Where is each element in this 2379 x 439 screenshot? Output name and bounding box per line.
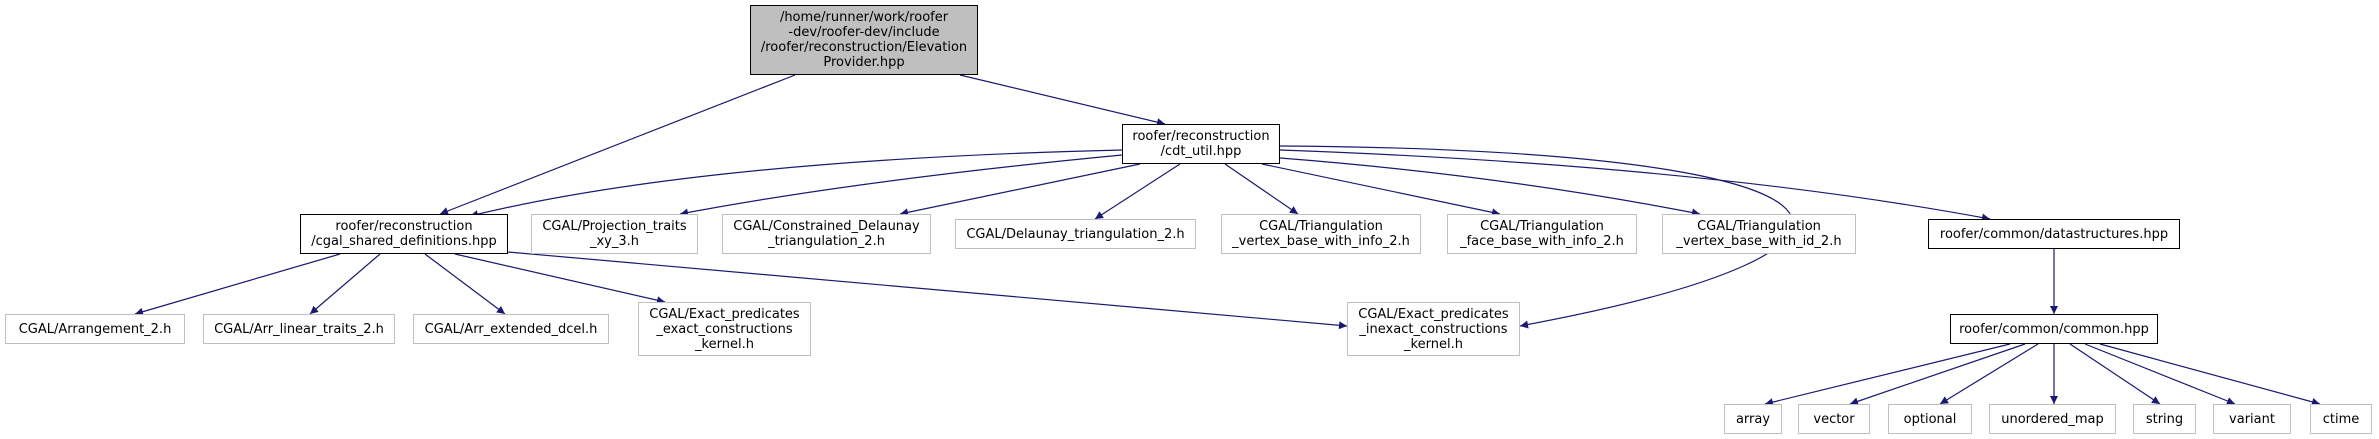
node-datastructures[interactable]: roofer/common/datastructures.hpp xyxy=(1928,219,2180,249)
node-label-line: ctime xyxy=(2322,411,2360,427)
node-label-line: _face_base_with_info_2.h xyxy=(1460,234,1624,249)
edge-cdt_util-to-tri_face_info xyxy=(1261,163,1501,217)
node-label-line: CGAL/Constrained_Delaunay xyxy=(733,219,920,234)
node-unordered-map: unordered_map xyxy=(1989,404,2116,434)
node-label-line: CGAL/Triangulation xyxy=(1480,219,1604,234)
node-epec: CGAL/Exact_predicates_exact_construction… xyxy=(638,302,811,356)
node-label-line: /roofer/reconstruction/Elevation xyxy=(760,40,968,55)
edge-cdt_util-to-delaunay xyxy=(1094,163,1181,220)
node-label-line: CGAL/Triangulation xyxy=(1259,219,1383,234)
node-label-line: optional xyxy=(1903,411,1957,427)
node-arr-dcel: CGAL/Arr_extended_dcel.h xyxy=(413,314,609,344)
node-label-line: -dev/roofer-dev/include xyxy=(788,25,940,40)
edge-cgal_shared-to-arr_linear xyxy=(309,253,381,315)
node-label-line: /cdt_util.hpp xyxy=(1160,144,1242,159)
node-tri-face-info: CGAL/Triangulation_face_base_with_info_2… xyxy=(1447,214,1637,254)
node-label-line: _vertex_base_with_id_2.h xyxy=(1676,234,1842,249)
node-vector: vector xyxy=(1798,404,1870,434)
node-label-line: /cgal_shared_definitions.hpp xyxy=(311,234,497,249)
edge-common-to-ctime xyxy=(2099,343,2321,406)
node-label-line: roofer/common/datastructures.hpp xyxy=(1939,226,2169,242)
edge-cdt_util-to-constrained xyxy=(899,163,1141,217)
node-label-line: _triangulation_2.h xyxy=(768,234,885,249)
node-label-line: roofer/reconstruction xyxy=(1132,129,1270,144)
node-label-line: vector xyxy=(1813,411,1855,427)
edge-cdt_util-to-cgal_shared xyxy=(469,149,1123,218)
node-label-line: CGAL/Exact_predicates xyxy=(649,306,800,322)
node-label-line: _xy_3.h xyxy=(589,234,640,249)
node-tri-vertex-info: CGAL/Triangulation_vertex_base_with_info… xyxy=(1221,214,1421,254)
edge-cgal_shared-to-arrangement xyxy=(134,253,341,316)
edge-cdt_util-to-tri_vertex_id xyxy=(1279,157,1701,217)
node-label-line: Provider.hpp xyxy=(823,55,905,70)
edge-common-to-optional xyxy=(1939,343,2039,405)
node-label-line: _kernel.h xyxy=(1404,336,1463,352)
node-cgal-shared[interactable]: roofer/reconstruction/cgal_shared_defini… xyxy=(300,214,508,254)
node-constrained: CGAL/Constrained_Delaunay_triangulation_… xyxy=(722,214,931,254)
node-label-line: _vertex_base_with_info_2.h xyxy=(1232,234,1410,249)
node-label-line: CGAL/Projection_traits xyxy=(542,219,687,234)
node-label-line: _exact_constructions xyxy=(656,321,793,337)
node-delaunay: CGAL/Delaunay_triangulation_2.h xyxy=(955,219,1196,249)
edge-cdt_util-to-projection xyxy=(679,154,1123,217)
node-optional: optional xyxy=(1888,404,1972,434)
node-epick: CGAL/Exact_predicates_inexact_constructi… xyxy=(1347,302,1520,356)
node-label-line: CGAL/Arrangement_2.h xyxy=(18,321,172,337)
edge-elevation-to-cgal_shared xyxy=(439,74,796,215)
node-arrangement: CGAL/Arrangement_2.h xyxy=(5,314,185,344)
node-label-line: CGAL/Exact_predicates xyxy=(1358,306,1509,322)
node-label-line: roofer/common/common.hpp xyxy=(1959,321,2149,337)
node-label-line: array xyxy=(1735,411,1771,427)
node-label-line: variant xyxy=(2229,411,2275,427)
node-label-line: string xyxy=(2145,411,2184,427)
node-elevation[interactable]: /home/runner/work/roofer-dev/roofer-dev/… xyxy=(750,5,978,75)
node-cdt-util[interactable]: roofer/reconstruction/cdt_util.hpp xyxy=(1122,124,1280,164)
node-label-line: /home/runner/work/roofer xyxy=(779,10,949,25)
node-array: array xyxy=(1724,404,1782,434)
node-tri-vertex-id: CGAL/Triangulation_vertex_base_with_id_2… xyxy=(1662,214,1856,254)
node-common[interactable]: roofer/common/common.hpp xyxy=(1950,314,2158,344)
edge-common-to-variant xyxy=(2084,343,2236,405)
node-label-line: CGAL/Arr_linear_traits_2.h xyxy=(214,321,384,337)
edge-cdt_util-to-epick xyxy=(1279,145,1794,329)
edge-common-to-vector xyxy=(1849,343,2026,406)
edge-cgal_shared-to-arr_dcel xyxy=(424,253,506,315)
edge-elevation-to-cdt_util xyxy=(959,74,1166,127)
node-label-line: CGAL/Arr_extended_dcel.h xyxy=(424,321,598,337)
node-label-line: unordered_map xyxy=(2001,411,2104,427)
node-string: string xyxy=(2133,404,2196,434)
node-ctime: ctime xyxy=(2310,404,2372,434)
node-arr-linear: CGAL/Arr_linear_traits_2.h xyxy=(203,314,395,344)
edge-cgal_shared-to-epec xyxy=(454,253,666,305)
edge-common-to-string xyxy=(2069,343,2161,405)
edge-cdt_util-to-datastructures xyxy=(1279,149,1991,222)
node-label-line: roofer/reconstruction xyxy=(335,219,473,234)
edge-common-to-array xyxy=(1764,343,2011,406)
node-label-line: CGAL/Triangulation xyxy=(1697,219,1821,234)
edge-cdt_util-to-tri_vertex_info xyxy=(1224,163,1299,215)
edge-cgal_shared-to-epick xyxy=(507,251,1348,330)
node-projection: CGAL/Projection_traits_xy_3.h xyxy=(531,214,698,254)
node-label-line: _kernel.h xyxy=(695,336,754,352)
node-label-line: CGAL/Delaunay_triangulation_2.h xyxy=(966,226,1185,242)
node-label-line: _inexact_constructions xyxy=(1359,321,1508,337)
node-variant: variant xyxy=(2213,404,2291,434)
